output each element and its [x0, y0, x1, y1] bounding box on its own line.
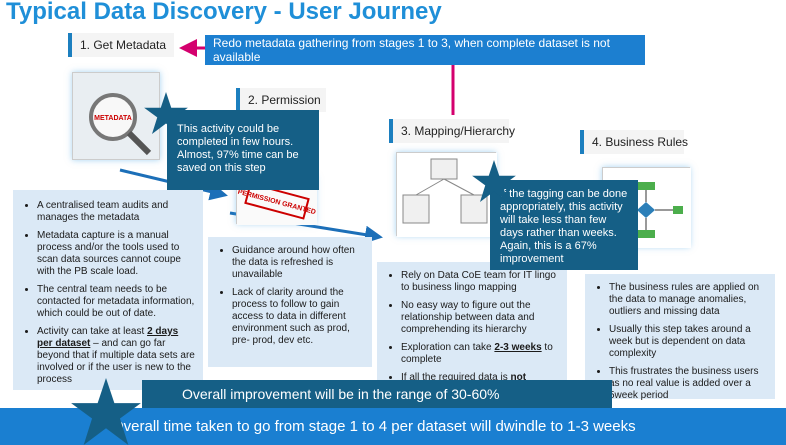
stage-4-header: 4. Business Rules	[580, 130, 688, 154]
stage-1-details: A centralised team audits and manages th…	[13, 190, 203, 390]
list-item: If all the required data is not	[401, 372, 561, 384]
stage-2-header: 2. Permission	[236, 88, 326, 112]
list-item: Metadata capture is a manual process and…	[37, 230, 195, 278]
list-item: No easy way to figure out the relationsh…	[401, 300, 561, 336]
stage-1-header: 1. Get Metadata	[68, 33, 174, 57]
stage-1-improvement-note: This activity could be completed in few …	[167, 110, 319, 190]
star-icon	[71, 378, 141, 445]
star-icon	[472, 160, 516, 202]
list-item: Usually this step takes around a week bu…	[609, 324, 769, 360]
list-item: Guidance around how often the data is re…	[232, 245, 366, 281]
list-item: Rely on Data CoE team for IT lingo to bu…	[401, 270, 561, 294]
stage-3-header: 3. Mapping/Hierarchy	[389, 119, 515, 143]
list-item: The central team needs to be contacted f…	[37, 284, 195, 320]
overall-improvement-bar: Overall improvement will be in the range…	[142, 380, 612, 408]
list-item: This frustrates the business users as no…	[609, 366, 769, 402]
list-item: A centralised team audits and manages th…	[37, 200, 195, 224]
stage-3-details: Rely on Data CoE team for IT lingo to bu…	[377, 262, 567, 390]
overall-time-bar: Overall time taken to go from stage 1 to…	[0, 408, 786, 445]
page-title: Typical Data Discovery - User Journey	[6, 0, 442, 25]
list-item: Activity can take at least 2 days per da…	[37, 326, 195, 386]
redo-banner: Redo metadata gathering from stages 1 to…	[205, 35, 645, 65]
stage-2-details: Guidance around how often the data is re…	[208, 237, 372, 367]
stage-3-improvement-note: If the tagging can be done appropriately…	[490, 180, 638, 270]
list-item: Exploration can take 2-3 weeks to comple…	[401, 342, 561, 366]
metadata-label: METADATA	[94, 115, 132, 122]
stage-4-details: The business rules are applied on the da…	[585, 274, 775, 402]
magnifier-icon: METADATA	[73, 73, 159, 159]
list-item: Lack of clarity around the process to fo…	[232, 287, 366, 347]
star-icon	[144, 92, 188, 134]
list-item: The business rules are applied on the da…	[609, 282, 769, 318]
